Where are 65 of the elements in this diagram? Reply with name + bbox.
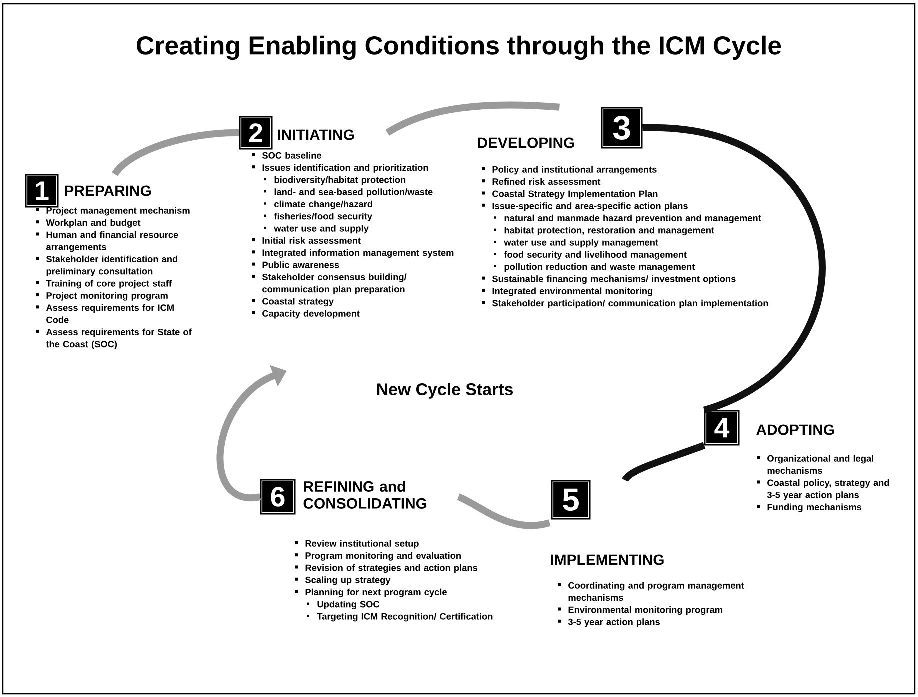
bullet-item: Project management mechanism	[36, 207, 190, 216]
bullet-item: Policy and institutional arrangements	[482, 166, 657, 175]
bullet-item: Project monitoring program	[36, 292, 168, 301]
bullet-item: Environmental monitoring program	[558, 606, 722, 616]
bullet-item: fisheries/food security	[264, 212, 372, 222]
bullet-item: Capacity development	[252, 310, 360, 319]
bullet-item: Issue-specific and area-specific action plans	[482, 202, 688, 212]
cycle-band	[386, 102, 560, 136]
bullet-item: climate change/hazard	[264, 200, 372, 210]
stage-heading: DEVELOPING	[478, 138, 574, 148]
bullet-item: Program monitoring and evaluation	[295, 552, 461, 561]
bullet-item: biodiversity/habitat protection	[264, 176, 406, 186]
cycle-band	[622, 442, 706, 482]
bullet-item: Assess requirements for ICM Code	[36, 304, 174, 324]
bullet-item: Coastal strategy	[252, 298, 334, 307]
title: Creating Enabling Conditions through the ICM Cycle	[137, 36, 782, 60]
bullet-item: water use and supply management	[494, 239, 658, 248]
bullet-item: Initial risk assessment	[252, 237, 361, 244]
bullet-item: Planning for next program cycle	[295, 588, 447, 598]
bullet-item: Assess requirements for State of the Coast (SOC)	[36, 328, 192, 350]
bullet-item: Coordinating and program management mechanisms	[558, 582, 744, 602]
number-badge: 4	[703, 409, 741, 447]
bullet-item: Workplan and budget	[36, 219, 141, 228]
stage-heading: ADOPTING	[756, 424, 834, 436]
bullet-item: Training of core project staff	[36, 280, 172, 289]
bullet-item: natural and manmade hazard prevention and management	[494, 214, 762, 224]
bullet-item: Coastal policy, strategy and 3-5 year action plans	[757, 480, 890, 500]
stage-heading: PREPARING	[65, 186, 151, 196]
bullet-item: Issues identification and prioritization	[252, 164, 428, 173]
bullet-item: Scaling up strategy	[295, 576, 391, 586]
number-badge: 3	[600, 106, 644, 150]
number-badge: 6	[259, 478, 297, 516]
cycle-label: New Cycle Starts	[377, 383, 513, 399]
cycle-band	[457, 494, 551, 530]
cycle-band	[112, 130, 240, 177]
bullet-item: Targeting ICM Recognition/ Certification	[307, 613, 493, 622]
cycle-band	[642, 124, 826, 414]
bullet-item: Funding mechanisms	[757, 504, 862, 512]
bullet-item: Stakeholder consensus building/ communication plan preparation	[252, 274, 407, 294]
bullet-item: Coastal Strategy Implementation Plan	[482, 190, 658, 200]
number-badge: 5	[550, 479, 592, 521]
bullet-item: habitat protection, restoration and management	[494, 226, 714, 236]
bullet-item: water use and supply	[264, 225, 369, 234]
number-badge: 2	[238, 115, 274, 151]
bullet-item: pollution reduction and waste management	[494, 263, 696, 272]
stage-heading: INITIATING	[278, 130, 354, 140]
bullet-item: Revision of strategies and action plans	[295, 564, 478, 574]
bullet-item: Public awareness	[252, 262, 340, 268]
bullet-item: Stakeholder identification and preliminary consultation	[36, 256, 178, 277]
bullet-item: food security and livelihood management	[494, 251, 687, 260]
bullet-item: Organizational and legal mechanisms	[757, 455, 874, 474]
bullet-item: Review institutional setup	[295, 540, 419, 549]
bullet-item: 3-5 year action plans	[558, 618, 660, 628]
stage-heading: REFINING and CONSOLIDATING	[304, 481, 427, 509]
bullet-item: Integrated information management system	[252, 249, 454, 258]
bullet-item: Integrated environmental monitoring	[482, 288, 652, 296]
bullet-item: land- and sea-based pollution/waste	[264, 188, 433, 198]
number-badge: 1	[24, 173, 60, 209]
bullet-item: SOC baseline	[252, 152, 322, 159]
bullet-item: Sustainable financing mechanisms/ investment options	[482, 276, 736, 284]
bullet-item: Human and financial resource arrangements	[36, 232, 178, 252]
bullet-item: Refined risk assessment	[482, 178, 601, 186]
bullet-item: Updating SOC	[307, 600, 380, 610]
bullet-item: Stakeholder participation/ communication plan implementation	[482, 300, 768, 308]
stage-heading: IMPLEMENTING	[551, 554, 664, 566]
